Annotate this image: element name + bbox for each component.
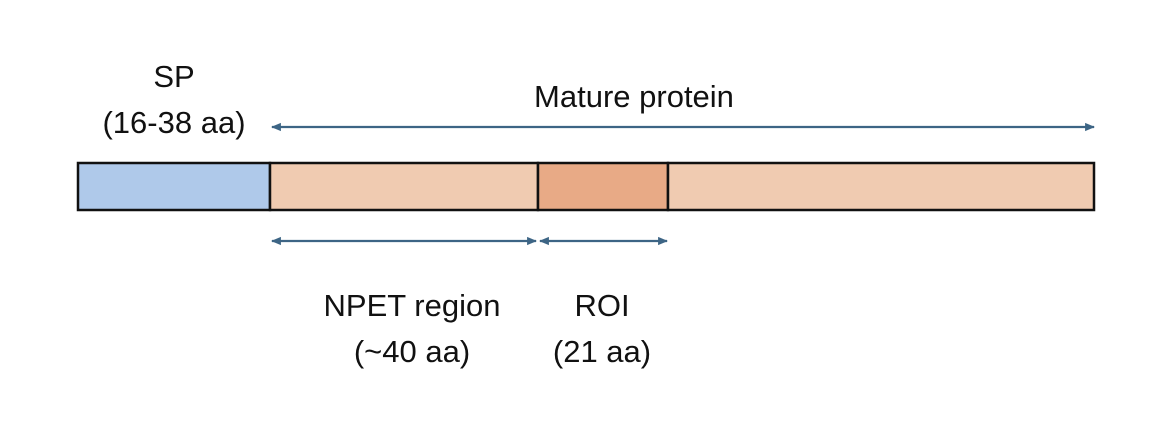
- remaining-mature-segment: [666, 161, 1096, 212]
- npet-length-label: (~40 aa): [354, 334, 470, 369]
- roi-length-label: (21 aa): [553, 334, 651, 369]
- signal-peptide-segment: [76, 161, 272, 212]
- npet-region-segment: [268, 161, 540, 212]
- roi-label: ROI: [574, 288, 629, 323]
- sp-label: SP: [153, 59, 194, 94]
- mature-protein-label: Mature protein: [534, 79, 734, 114]
- roi-segment: [536, 161, 670, 212]
- npet-region-label: NPET region: [324, 288, 501, 323]
- sp-length-label: (16-38 aa): [102, 105, 245, 140]
